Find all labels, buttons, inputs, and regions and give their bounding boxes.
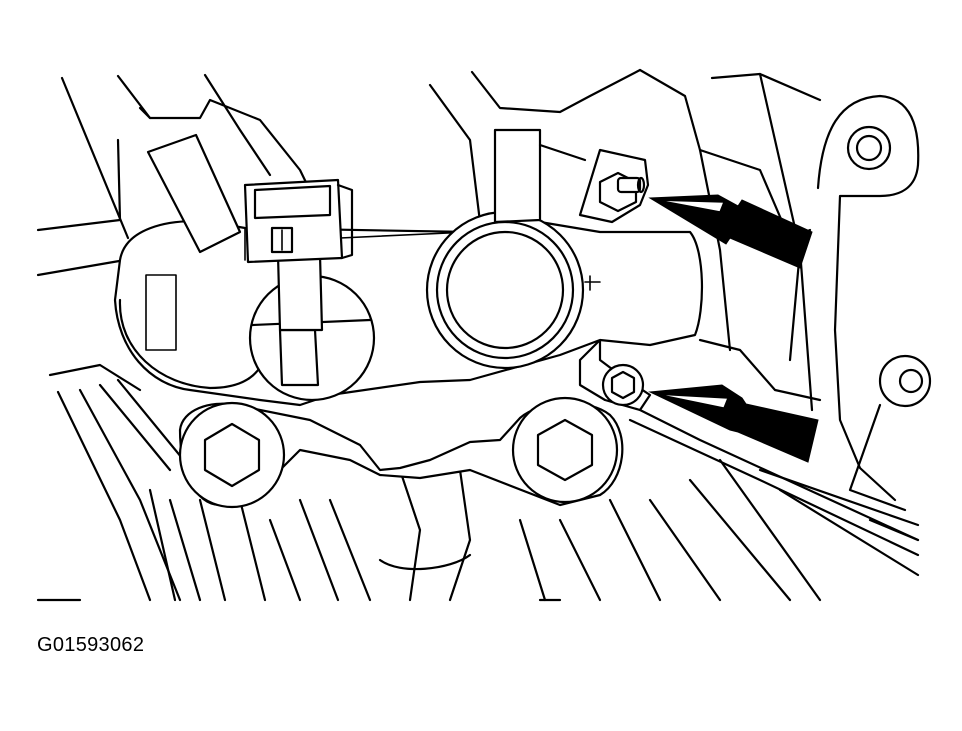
left-lower-bolt — [178, 401, 286, 509]
outlet-bore-inner — [445, 230, 565, 350]
engine-block-outline — [36, 68, 822, 602]
electrical-connector — [243, 178, 354, 264]
upper-stud-nut — [578, 148, 650, 224]
figure-id-label: G01593062 — [37, 634, 145, 656]
left-bolt-hex — [203, 422, 261, 488]
lower-casting — [48, 363, 920, 602]
upper-stud — [616, 176, 642, 194]
outlet-neck — [425, 128, 587, 370]
housing-slot — [145, 274, 177, 351]
mount-hole-outer — [846, 125, 892, 171]
callout-arrow-lower — [648, 384, 819, 463]
callout-arrow-upper — [648, 194, 813, 269]
lower-side-bolt-socket — [610, 370, 636, 400]
lower-side-bolt — [601, 363, 645, 407]
mount-hole-inner — [855, 134, 883, 162]
right-mount-bracket — [698, 94, 932, 512]
mount-boss-inner — [898, 368, 924, 394]
outlet-bore-outer — [435, 220, 575, 360]
right-lower-bolt — [511, 396, 619, 504]
right-bolt-hex — [536, 418, 594, 482]
mount-boss-outer — [878, 354, 932, 408]
